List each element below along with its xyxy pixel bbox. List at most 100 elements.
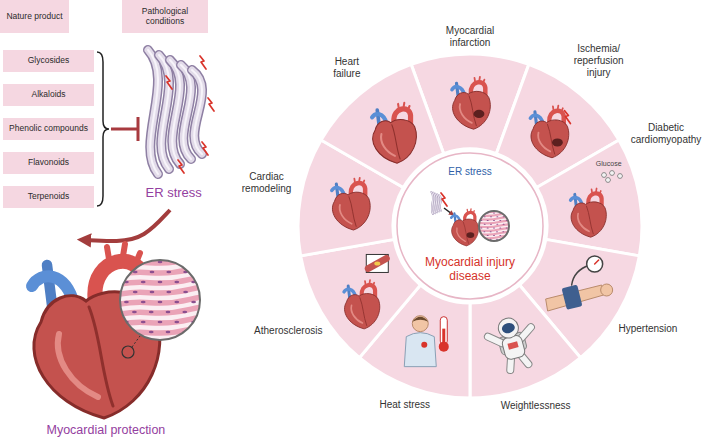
heart-icon [571,188,607,237]
illustration-shape [332,192,370,230]
illustration-shape [578,214,589,232]
illustration-shape [124,341,129,343]
illustration-shape [366,254,388,272]
illustration-shape [181,65,191,159]
illustration-shape [192,70,202,154]
wheel-segment [301,239,421,357]
illustration-shape [166,351,171,353]
illustration-shape [174,321,179,323]
illustration-shape [487,235,489,236]
illustration-shape [148,50,158,174]
disease-wheel [298,54,642,398]
illustration-shape [435,194,437,213]
illustration-shape [433,193,435,214]
illustration-shape [170,60,180,164]
illustration-shape [496,316,520,340]
illustration-shape [159,55,169,169]
illustration-shape [166,271,171,273]
illustration-shape [182,311,187,313]
illustration-shape [437,195,439,212]
illustration-shape [166,251,171,253]
illustration-shape [469,224,514,228]
illustration-shape [149,351,154,353]
bracket [97,52,109,206]
protection-arrow [84,210,170,241]
illustration-shape [110,246,230,356]
illustration-shape [192,70,202,154]
illustration-shape [499,227,501,228]
illustration-shape [148,50,158,174]
illustration-shape [499,235,501,236]
compound-box: Flavonoids [3,152,94,174]
illustration-shape [480,227,482,228]
illustration-shape [133,291,138,293]
illustration-shape [181,65,191,159]
illustration-shape [493,235,495,236]
illustration-shape [490,231,492,232]
illustration-shape [170,60,180,164]
illustration-shape [191,261,196,263]
illustration-shape [548,124,555,154]
illustration-shape [192,70,202,154]
illustration-shape [477,209,479,210]
illustration-shape [89,307,113,406]
illustration-shape [149,311,154,313]
illustration-shape [132,351,137,353]
illustration-shape [496,209,498,210]
illustration-shape [199,331,204,333]
illustration-shape [484,224,486,225]
illustration-shape [381,134,395,156]
illustration-shape [181,65,191,159]
illustration-shape [351,305,362,323]
center-ground [396,152,544,300]
illustration-shape [158,341,163,343]
illustration-shape [601,173,606,178]
illustration-shape [199,311,204,313]
illustration-shape [158,281,163,283]
illustration-shape [110,326,230,336]
illustration-shape [617,174,622,179]
condition-label: Diabetic cardiomyopathy [628,122,704,146]
illustration-shape [460,104,472,123]
illustration-shape [571,202,606,237]
illustration-shape [174,281,179,283]
illustration-shape [110,306,230,316]
astronaut-icon [485,313,541,374]
illustration-shape [124,301,129,303]
artery-inset [366,254,388,272]
illustration-shape [484,216,486,217]
illustration-shape [587,206,594,234]
center-circle: ER stressMyocardial injury disease [396,152,544,300]
illustration-shape [110,246,230,256]
illustration-shape [605,178,610,183]
box-text: Pathological conditions [128,7,202,27]
illustration-shape [182,351,187,353]
illustration-shape [483,246,485,247]
illustration-shape [435,194,437,213]
molecule-label: Glucose [596,160,622,168]
illustration-shape [149,331,154,333]
illustration-shape [124,261,129,263]
illustration-shape [191,301,196,303]
illustration-shape [483,231,485,232]
illustration-shape [484,209,486,210]
er-stress-label: ER stress [146,185,202,201]
header-box: Nature product [0,0,69,33]
heat-stress-icon [404,316,449,367]
illustration-shape [457,228,466,241]
illustration-shape [183,251,188,253]
illustration-shape [141,341,146,343]
illustration-shape [469,96,476,126]
illustration-shape [120,260,200,340]
er-icon [431,192,441,214]
illustration-shape [502,231,504,232]
illustration-shape [437,195,439,212]
illustration-shape [191,341,196,343]
stress-bolt [178,160,184,173]
illustration-shape [467,232,475,238]
stress-bolt [564,111,570,124]
illustration-shape [493,242,495,243]
illustration-shape [477,216,479,217]
glucose-molecules [601,171,622,183]
illustration-shape [412,316,428,332]
